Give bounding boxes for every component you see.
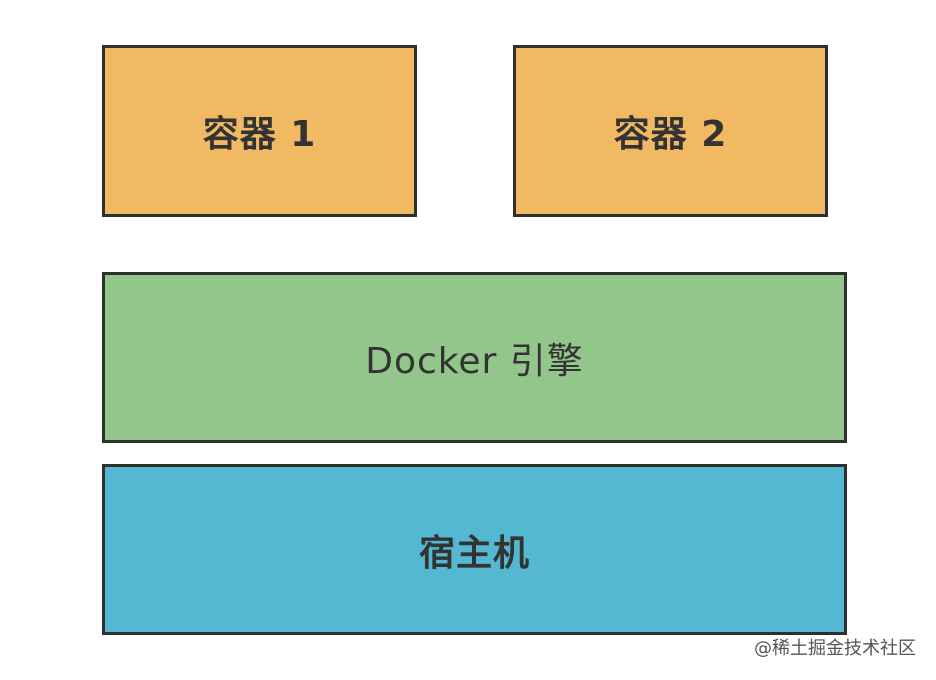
host-machine-box: 宿主机 xyxy=(102,464,847,635)
docker-engine-box: Docker 引擎 xyxy=(102,272,847,443)
watermark: @稀土掘金技术社区 xyxy=(754,638,916,659)
container-2-box: 容器 2 xyxy=(513,45,828,217)
container-1-box: 容器 1 xyxy=(102,45,417,217)
